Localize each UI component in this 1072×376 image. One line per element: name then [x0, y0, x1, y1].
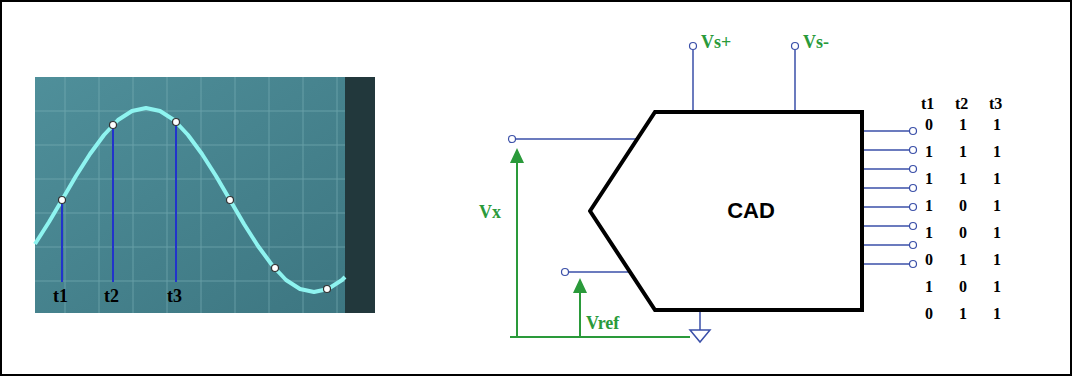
pin-name: Vs+	[701, 33, 731, 51]
table-header: t1	[921, 96, 934, 112]
table-cell: 1	[925, 225, 933, 241]
table-cell: 1	[959, 117, 967, 133]
signal-name: Vref	[586, 314, 619, 332]
table-cell: 0	[925, 252, 933, 268]
signal-name: Vx	[479, 203, 501, 221]
table-cell: 1	[993, 279, 1001, 295]
table-cell: 0	[959, 198, 967, 214]
table-cell: 1	[959, 252, 967, 268]
table-cell: 1	[959, 306, 967, 322]
table-cell: 0	[925, 117, 933, 133]
block-title: CAD	[727, 198, 775, 224]
table-cell: 1	[925, 144, 933, 160]
table-cell: 1	[925, 198, 933, 214]
table-cell: 1	[993, 171, 1001, 187]
converter-block: CAD	[588, 110, 864, 312]
table-cell: 0	[959, 225, 967, 241]
table-cell: 1	[993, 144, 1001, 160]
table-cell: 1	[993, 306, 1001, 322]
table-cell: 1	[925, 171, 933, 187]
pin-name: Vs-	[803, 33, 829, 51]
table-header: t3	[989, 96, 1002, 112]
table-cell: 1	[993, 117, 1001, 133]
time-label: t3	[167, 287, 182, 305]
time-label: t1	[53, 287, 68, 305]
table-cell: 0	[925, 306, 933, 322]
table-cell: 1	[959, 144, 967, 160]
table-cell: 1	[993, 225, 1001, 241]
table-cell: 1	[993, 252, 1001, 268]
time-label: t2	[104, 287, 119, 305]
table-cell: 1	[925, 279, 933, 295]
table-cell: 1	[959, 171, 967, 187]
table-cell: 0	[959, 279, 967, 295]
converter-outline	[588, 110, 864, 312]
table-header: t2	[955, 96, 968, 112]
table-cell: 1	[993, 198, 1001, 214]
